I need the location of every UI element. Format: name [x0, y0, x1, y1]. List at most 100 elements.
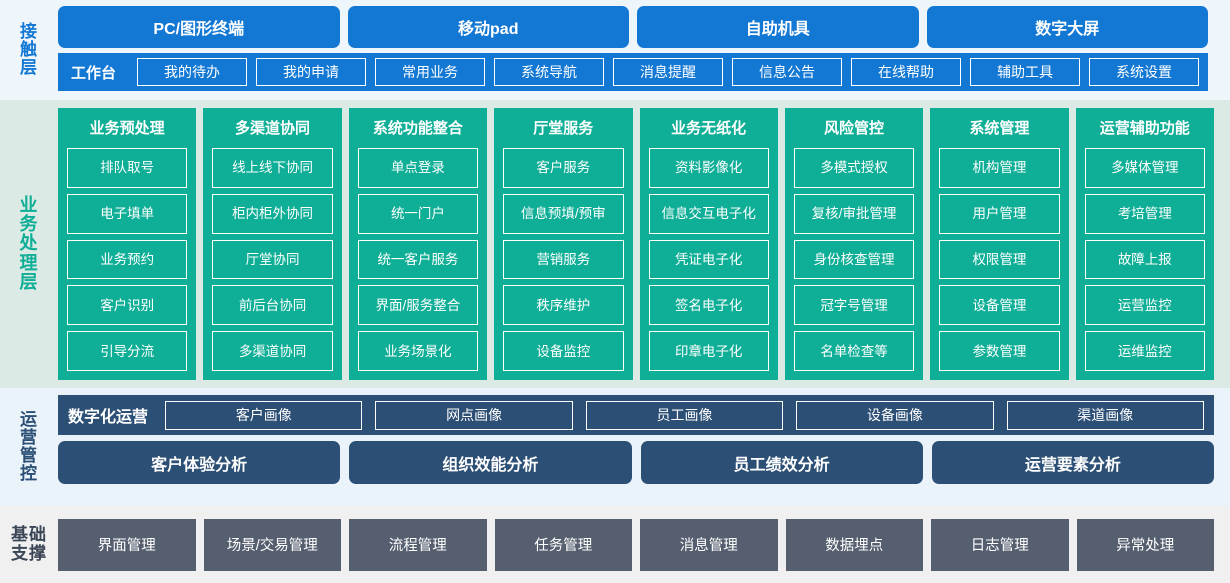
base-item-message-management[interactable]: 消息管理	[640, 518, 778, 571]
biz-item[interactable]: 前后台协同	[212, 285, 333, 326]
biz-item[interactable]: 运维监控	[1084, 331, 1205, 371]
base-item-log-management[interactable]: 日志管理	[931, 518, 1069, 571]
biz-item[interactable]: 线上线下协同	[212, 148, 333, 188]
layer-contact-body: PC/图形终端 移动pad 自助机具 数字大屏 工作台 我的待办 我的申请 常用…	[58, 6, 1224, 94]
biz-item[interactable]: 签名电子化	[648, 285, 769, 326]
layer-label-contact-text: 接触层	[20, 21, 38, 77]
biz-item[interactable]: 考培管理	[1084, 193, 1205, 234]
biz-item[interactable]: 凭证电子化	[648, 239, 769, 280]
layer-label-operations-text: 运营管控	[20, 409, 38, 484]
channel-row: PC/图形终端 移动pad 自助机具 数字大屏	[58, 6, 1208, 48]
workbench-item-system-settings[interactable]: 系统设置	[1089, 58, 1200, 86]
biz-item[interactable]: 厅堂协同	[212, 239, 333, 280]
biz-item[interactable]: 电子填单	[67, 193, 188, 234]
base-item-scenario-transaction[interactable]: 场景/交易管理	[203, 518, 341, 571]
workbench-item-common-business[interactable]: 常用业务	[375, 58, 486, 86]
biz-item[interactable]: 资料影像化	[648, 148, 769, 188]
biz-col-system-integration: 系统功能整合 单点登录 统一门户 统一客户服务 界面/服务整合 业务场景化	[348, 108, 488, 380]
analysis-operation-factors[interactable]: 运营要素分析	[931, 441, 1214, 484]
biz-item[interactable]: 参数管理	[939, 331, 1060, 371]
biz-item[interactable]: 统一客户服务	[357, 239, 479, 280]
workbench-item-announcement[interactable]: 信息公告	[732, 58, 843, 86]
biz-item[interactable]: 秩序维护	[503, 285, 624, 326]
biz-col-multichannel: 多渠道协同 线上线下协同 柜内柜外协同 厅堂协同 前后台协同 多渠道协同	[203, 108, 342, 380]
base-item-exception-handling[interactable]: 异常处理	[1076, 518, 1214, 571]
biz-item[interactable]: 客户识别	[67, 285, 188, 326]
layer-label-business: 业务处理层	[0, 108, 58, 380]
digital-operations-title: 数字化运营	[68, 409, 149, 426]
workbench-item-system-nav[interactable]: 系统导航	[494, 58, 605, 86]
biz-item[interactable]: 单点登录	[357, 148, 479, 188]
biz-item[interactable]: 复核/审批管理	[793, 193, 915, 234]
analysis-employee-performance[interactable]: 员工绩效分析	[640, 441, 923, 484]
portrait-branch[interactable]: 网点画像	[375, 400, 573, 430]
biz-item[interactable]: 用户管理	[939, 193, 1060, 234]
analysis-org-efficiency[interactable]: 组织效能分析	[349, 441, 632, 484]
layer-label-contact: 接触层	[0, 6, 58, 94]
biz-col-lobby-service: 厅堂服务 客户服务 信息预填/预审 营销服务 秩序维护 设备监控	[494, 108, 633, 380]
biz-item[interactable]: 界面/服务整合	[357, 285, 479, 326]
channel-self-service[interactable]: 自助机具	[637, 6, 919, 48]
base-item-process-management[interactable]: 流程管理	[349, 518, 487, 571]
biz-col-operation-support: 运营辅助功能 多媒体管理 考培管理 故障上报 运营监控 运维监控	[1075, 108, 1214, 380]
biz-item[interactable]: 冠字号管理	[793, 285, 915, 326]
biz-item[interactable]: 排队取号	[67, 148, 188, 188]
layer-business: 业务处理层 业务预处理 排队取号 电子填单 业务预约 客户识别 引导分流 多渠道…	[0, 100, 1230, 388]
portrait-channel[interactable]: 渠道画像	[1006, 400, 1204, 430]
analysis-row: 客户体验分析 组织效能分析 员工绩效分析 运营要素分析	[58, 441, 1214, 484]
biz-item[interactable]: 故障上报	[1084, 239, 1205, 280]
biz-item[interactable]: 业务预约	[67, 239, 188, 280]
portrait-device[interactable]: 设备画像	[796, 400, 994, 430]
biz-item[interactable]: 客户服务	[503, 148, 624, 188]
layer-operations: 运营管控 数字化运营 客户画像 网点画像 员工画像 设备画像 渠道画像 客户体验…	[0, 388, 1230, 506]
biz-item[interactable]: 信息交互电子化	[648, 193, 769, 234]
biz-col-title: 多渠道协同	[235, 120, 311, 137]
workbench-item-todo[interactable]: 我的待办	[137, 58, 248, 86]
biz-item[interactable]: 营销服务	[503, 239, 624, 280]
biz-item[interactable]: 多媒体管理	[1084, 148, 1205, 188]
layer-operations-body: 数字化运营 客户画像 网点画像 员工画像 设备画像 渠道画像 客户体验分析 组织…	[58, 395, 1214, 499]
portrait-customer[interactable]: 客户画像	[165, 400, 363, 430]
portrait-employee[interactable]: 员工画像	[585, 400, 784, 430]
analysis-customer-experience[interactable]: 客户体验分析	[58, 441, 341, 484]
workbench-title: 工作台	[71, 64, 117, 82]
biz-item[interactable]: 机构管理	[939, 148, 1060, 188]
biz-item[interactable]: 多模式授权	[793, 148, 915, 188]
biz-item[interactable]: 印章电子化	[648, 331, 769, 371]
layer-business-body: 业务预处理 排队取号 电子填单 业务预约 客户识别 引导分流 多渠道协同 线上线…	[58, 108, 1214, 380]
biz-item[interactable]: 统一门户	[357, 193, 479, 234]
channel-digital-screen[interactable]: 数字大屏	[926, 6, 1208, 48]
biz-item[interactable]: 引导分流	[67, 331, 188, 371]
workbench-item-online-help[interactable]: 在线帮助	[851, 58, 962, 86]
layer-contact: 接触层 PC/图形终端 移动pad 自助机具 数字大屏 工作台 我的待办 我的申…	[0, 0, 1230, 100]
base-item-task-management[interactable]: 任务管理	[494, 518, 632, 571]
biz-col-system-management: 系统管理 机构管理 用户管理 权限管理 设备管理 参数管理	[930, 108, 1069, 380]
layer-label-operations: 运营管控	[0, 395, 58, 499]
biz-item[interactable]: 信息预填/预审	[503, 193, 624, 234]
biz-item[interactable]: 身份核查管理	[793, 239, 915, 280]
biz-item[interactable]: 设备监控	[503, 331, 624, 371]
layer-base-support: 基础支撑 界面管理 场景/交易管理 流程管理 任务管理 消息管理 数据埋点 日志…	[0, 506, 1230, 583]
biz-item[interactable]: 权限管理	[939, 239, 1060, 280]
workbench-item-message-alert[interactable]: 消息提醒	[613, 58, 724, 86]
biz-item[interactable]: 多渠道协同	[212, 331, 333, 371]
biz-col-title: 厅堂服务	[533, 120, 594, 137]
biz-col-paperless: 业务无纸化 资料影像化 信息交互电子化 凭证电子化 签名电子化 印章电子化	[639, 108, 778, 380]
biz-item[interactable]: 运营监控	[1084, 285, 1205, 326]
biz-col-title: 业务预处理	[89, 120, 165, 137]
base-item-data-tracking[interactable]: 数据埋点	[785, 518, 923, 571]
biz-col-risk-control: 风险管控 多模式授权 复核/审批管理 身份核查管理 冠字号管理 名单检查等	[784, 108, 924, 380]
workbench-item-aux-tools[interactable]: 辅助工具	[970, 58, 1081, 86]
channel-mobile-pad[interactable]: 移动pad	[347, 6, 629, 48]
biz-item[interactable]: 名单检查等	[793, 331, 915, 371]
biz-item[interactable]: 柜内柜外协同	[212, 193, 333, 234]
biz-col-title: 系统管理	[969, 120, 1030, 137]
biz-col-title: 系统功能整合	[372, 120, 463, 137]
biz-item[interactable]: 设备管理	[939, 285, 1060, 326]
biz-item[interactable]: 业务场景化	[357, 331, 479, 371]
channel-pc[interactable]: PC/图形终端	[58, 6, 340, 48]
base-item-ui-management[interactable]: 界面管理	[58, 518, 196, 571]
biz-col-title: 风险管控	[824, 120, 885, 137]
workbench-item-application[interactable]: 我的申请	[256, 58, 367, 86]
